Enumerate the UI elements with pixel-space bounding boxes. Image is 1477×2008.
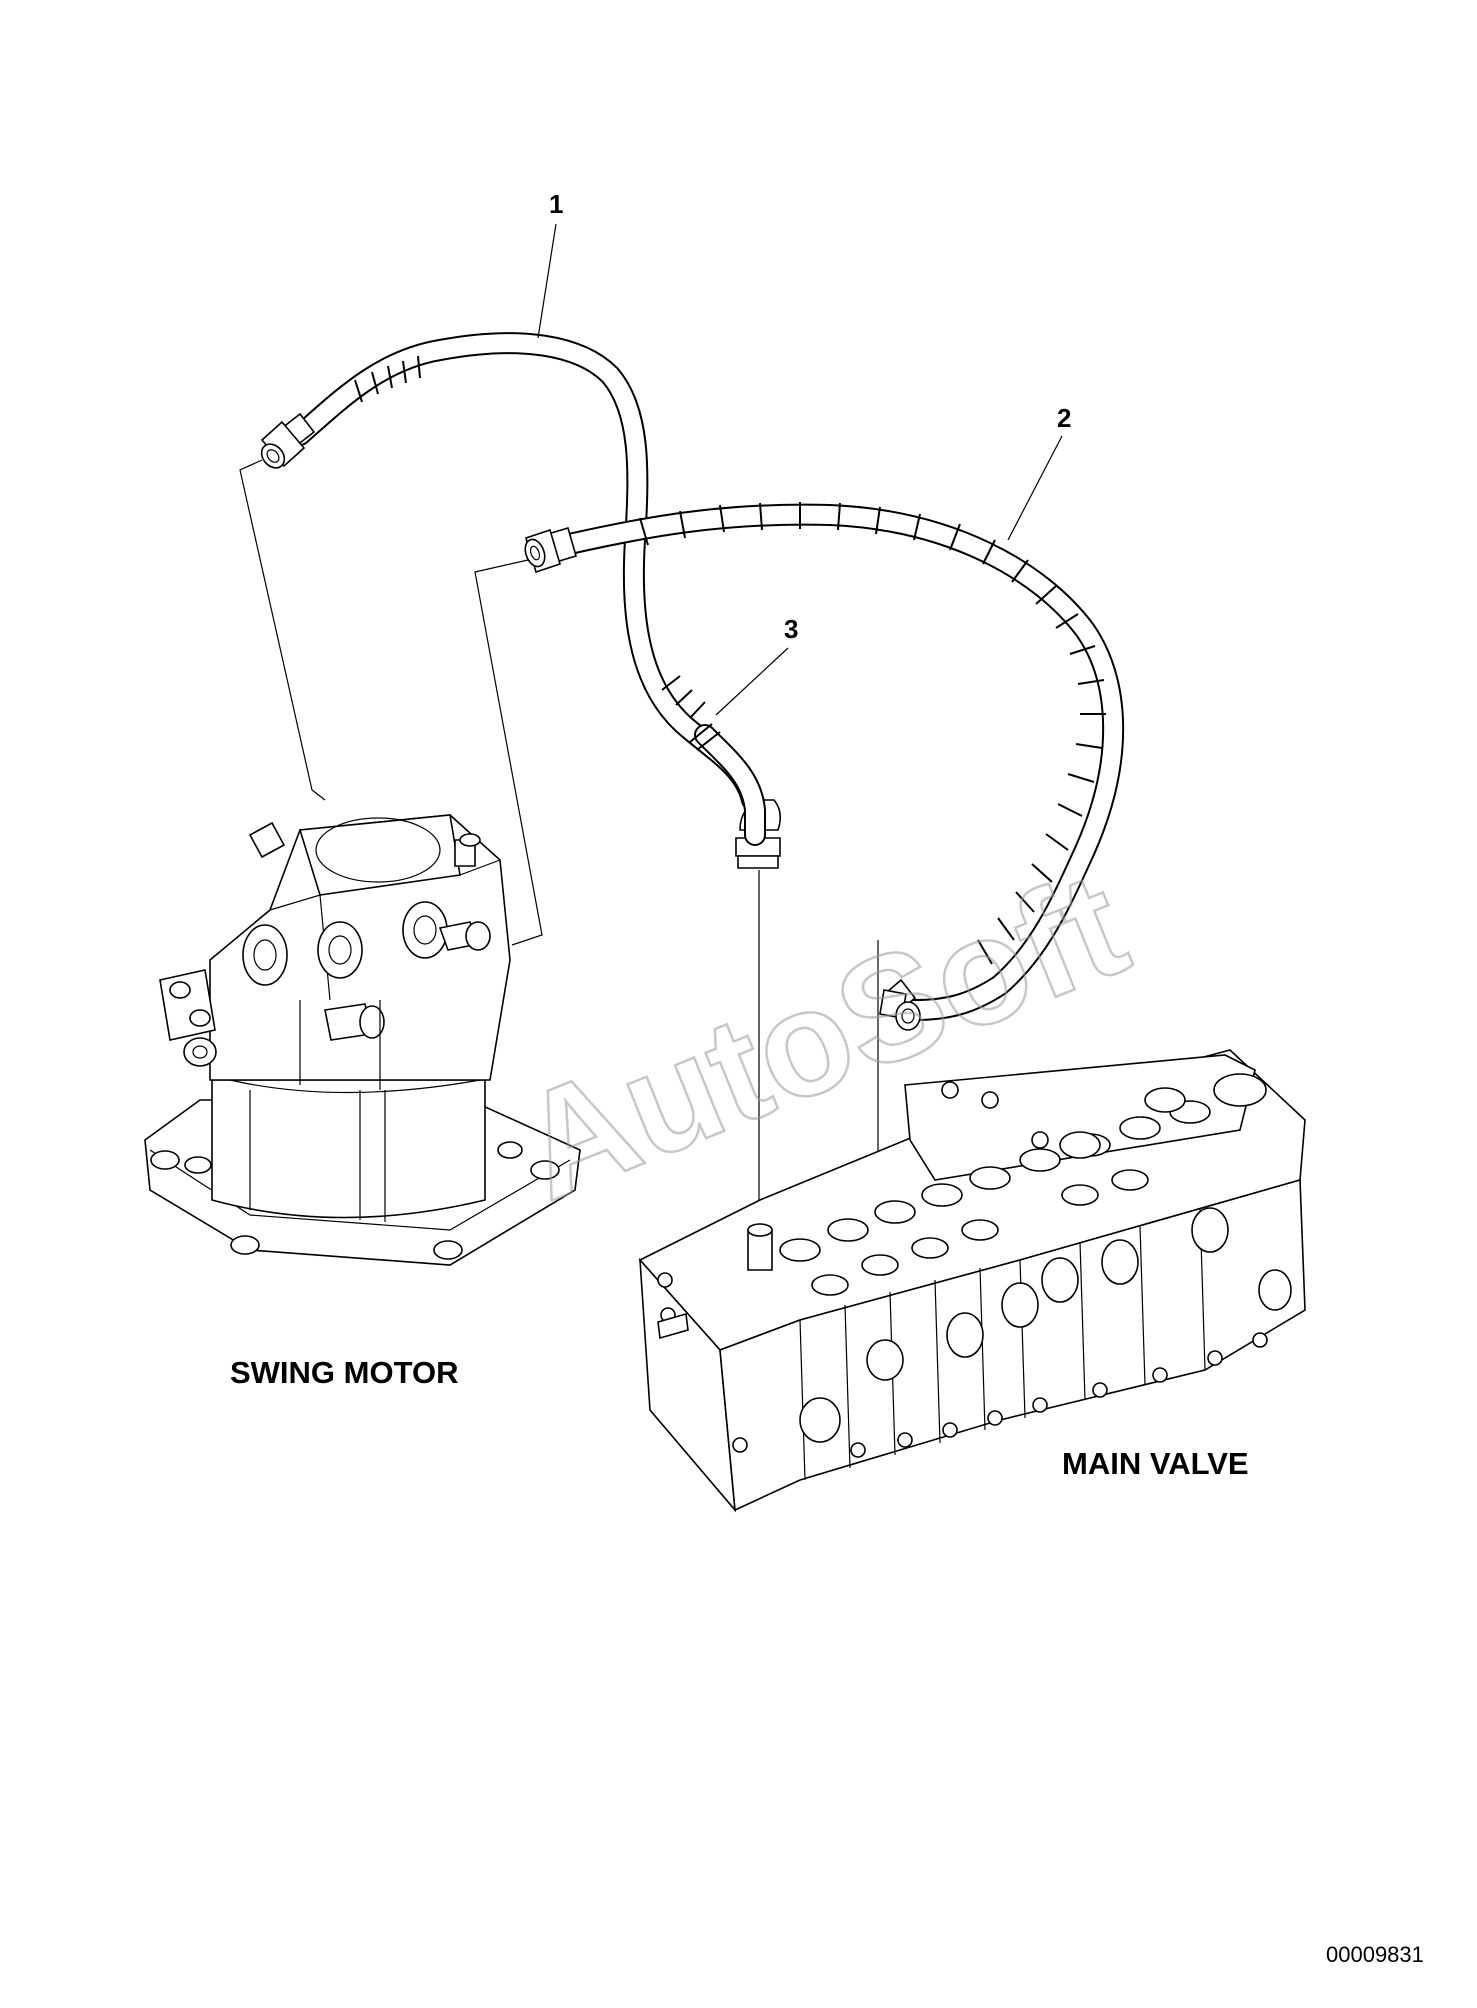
callout-1: 1 <box>549 189 563 219</box>
callout-2: 2 <box>1057 403 1071 433</box>
swing-motor-caption: SWING MOTOR <box>230 1355 458 1390</box>
valve-spools <box>799 1207 1292 1443</box>
main-valve-caption: MAIN VALVE <box>1062 1446 1249 1481</box>
callout-leaders <box>537 223 1063 716</box>
swing-motor <box>144 814 581 1266</box>
hose-3 <box>689 723 766 846</box>
document-number: 00009831 <box>1326 1942 1424 1967</box>
hose-2 <box>524 502 1125 1031</box>
motor-ports <box>159 821 491 1067</box>
callout-3: 3 <box>784 614 798 644</box>
main-valve <box>638 1049 1306 1513</box>
valve-top-ports <box>779 1073 1267 1296</box>
hose-1 <box>260 332 782 869</box>
flange-bolts <box>150 1141 560 1260</box>
valve-bolts <box>657 1081 1268 1458</box>
